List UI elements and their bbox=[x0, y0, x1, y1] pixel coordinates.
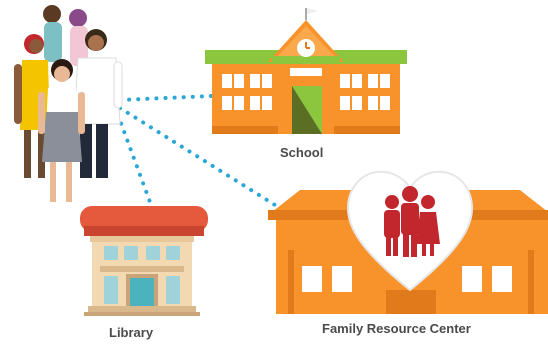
connector-lines bbox=[116, 94, 277, 207]
family-resource-center-label: Family Resource Center bbox=[322, 321, 471, 336]
people-group-icon bbox=[14, 5, 123, 202]
school-label: School bbox=[280, 145, 324, 160]
school-building-icon bbox=[205, 8, 407, 134]
flag-icon bbox=[305, 8, 318, 20]
connector-to-library bbox=[116, 113, 152, 204]
library-label: Library bbox=[109, 325, 154, 340]
library-building-icon bbox=[80, 206, 208, 316]
family-center-building-icon bbox=[268, 170, 548, 314]
connector-to-school bbox=[118, 94, 214, 102]
family-heart-icon bbox=[346, 170, 474, 292]
connector-to-family-center bbox=[118, 106, 277, 207]
